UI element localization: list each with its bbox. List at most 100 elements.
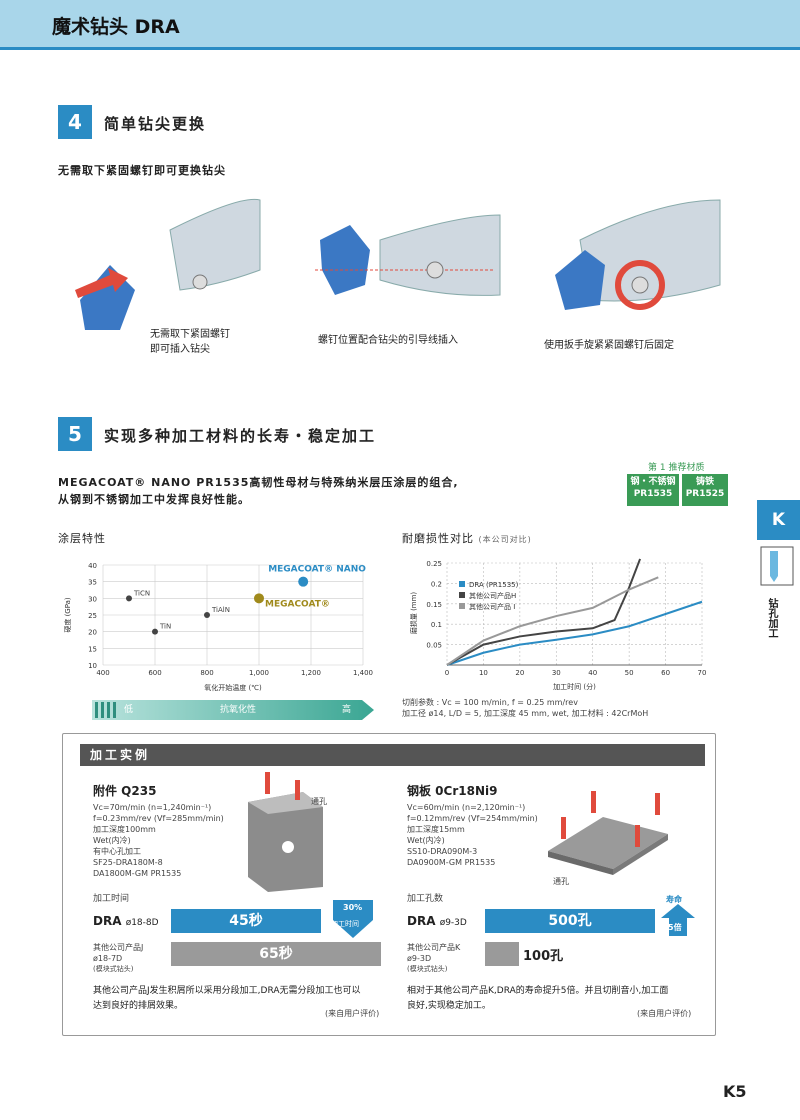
right-life-label: 寿命 (666, 895, 682, 904)
caption-2: 螺钉位置配合钻尖的引导线插入 (318, 335, 458, 346)
page-number: K5 (723, 1082, 747, 1101)
y-tick-label: 15 (88, 645, 97, 653)
screw-1 (192, 274, 208, 290)
left-reduce-arrow (333, 900, 373, 938)
x-tick-label: 1,200 (301, 669, 321, 677)
right-increase-arrow (661, 904, 695, 936)
oxidation-label: 抗氧化性 (220, 705, 257, 715)
left-badge-pct: 30% (343, 903, 363, 912)
drill-tab-icon (760, 546, 794, 586)
series-line (446, 576, 659, 666)
data-point (204, 612, 210, 618)
y-tick-label: 0.1 (431, 621, 442, 629)
y-tick-label: 40 (88, 562, 97, 570)
y-tick-label: 20 (88, 629, 97, 637)
y-tick-label: 0.15 (426, 601, 442, 609)
page-title: 魔术钻头 DRA (52, 16, 180, 38)
y-tick-label: 0.25 (426, 560, 442, 568)
x-tick-label: 70 (698, 669, 707, 677)
data-point (126, 595, 132, 602)
page-header: 魔术钻头 DRA (0, 0, 800, 50)
right-dra-label: DRA ø9-3D (407, 914, 467, 928)
insert-arrow (75, 268, 128, 298)
right-note: 相对于其他公司产品K,DRA的寿命提升5倍。并且切削音小,加工面良好,实现稳定加… (407, 986, 669, 1011)
section-5-desc-1: MEGACOAT® NANO PR1535高韧性母材与特殊纳米层压涂层的组合, (58, 476, 459, 489)
left-through-hole: 通孔 (311, 797, 327, 806)
drill-body-1 (169, 198, 261, 291)
drill-illustrations (75, 198, 721, 330)
section-4-number: 4 (58, 105, 92, 139)
right-other-bar (485, 942, 519, 966)
right-params: Vc=60m/min (n=2,120min⁻¹)f=0.12mm/rev (V… (407, 803, 538, 867)
series-line (446, 600, 703, 666)
x-tick-label: 400 (96, 669, 109, 677)
y-tick-label: 0.05 (426, 642, 442, 650)
y-axis-label: 磨损量 (mm) (409, 592, 418, 635)
screw-3 (631, 276, 649, 294)
left-dra-label: DRA ø18-8D (93, 914, 159, 928)
y-tick-label: 30 (88, 595, 97, 603)
right-metric: 加工孔数 (407, 894, 444, 904)
right-times: 5倍 (668, 923, 682, 932)
legend-swatch (459, 592, 465, 598)
screw-2 (426, 261, 444, 279)
right-other-value: 100孔 (523, 949, 564, 964)
legend-swatch (459, 581, 465, 587)
y-tick-label: 35 (88, 579, 97, 587)
x-tick-label: 0 (445, 669, 449, 677)
left-case-title: 附件 Q235 (93, 784, 157, 798)
caption-3: 使用扳手旋紧紧固螺钉后固定 (544, 340, 674, 351)
point-label: TiCN (133, 589, 150, 597)
rotate-arrow (615, 260, 665, 310)
legend-label: 其他公司产品 I (469, 602, 515, 611)
oxidation-bar (92, 700, 374, 720)
left-params: Vc=70m/min (n=1,240min⁻¹)f=0.23mm/rev (V… (93, 803, 224, 878)
legend-label: 其他公司产品H (469, 591, 516, 600)
point-label: TiAlN (211, 606, 230, 614)
section-tab-k[interactable]: K (757, 500, 800, 540)
section-5-title: 实现多种加工材料的长寿・稳定加工 (104, 427, 377, 445)
drill-tip-1 (80, 265, 135, 330)
x-tick-label: 1,400 (353, 669, 373, 677)
right-case-title: 钢板 0Cr18Ni9 (407, 784, 498, 798)
drill-tip-3 (555, 250, 605, 310)
plate-workpiece (548, 791, 668, 875)
recommended-label: 第 1 推荐材质 (648, 463, 705, 473)
x-tick-label: 600 (148, 669, 161, 677)
left-metric: 加工时间 (93, 894, 130, 904)
legend-swatch (459, 603, 465, 609)
drill-body-2 (379, 214, 501, 296)
point-label: MEGACOAT® (265, 599, 330, 609)
left-note: 其他公司产品J发生积屑所以采用分段加工,DRA无需分段加工也可以达到良好的排屑效… (93, 986, 361, 1011)
x-tick-label: 800 (200, 669, 213, 677)
left-dra-bar: 45秒 (171, 909, 321, 933)
left-eval: (来自用户评价) (325, 1009, 380, 1018)
right-dra-bar: 500孔 (485, 909, 655, 933)
section-5-number: 5 (58, 417, 92, 451)
block-workpiece (248, 772, 323, 892)
section-4-subtitle: 无需取下紧固螺钉即可更换钻尖 (58, 164, 226, 177)
chart2-title: 耐磨损性对比 (本公司对比) (402, 532, 532, 545)
point-label: TiN (159, 623, 171, 631)
x-axis-label: 加工时间 (分) (553, 682, 596, 691)
series-line (446, 558, 642, 666)
x-tick-label: 30 (552, 669, 561, 677)
oxidation-high: 高 (342, 705, 352, 715)
example-box: 加工实例 附件 Q235 Vc=70m/min (n=1,240min⁻¹)f=… (62, 733, 716, 1036)
x-tick-label: 60 (661, 669, 670, 677)
right-through-hole: 通孔 (553, 877, 569, 886)
data-point (298, 576, 309, 587)
section-4-title: 简单钻尖更换 (104, 115, 207, 133)
data-point (254, 593, 264, 604)
x-tick-label: 40 (588, 669, 597, 677)
x-tick-label: 1,000 (249, 669, 269, 677)
oxidation-low: 低 (124, 705, 134, 715)
section-5-desc-2: 从钢到不锈钢加工中发挥良好性能。 (58, 493, 250, 506)
point-label: MEGACOAT® NANO (268, 565, 366, 575)
x-tick-label: 50 (625, 669, 634, 677)
example-title: 加工实例 (80, 744, 705, 766)
